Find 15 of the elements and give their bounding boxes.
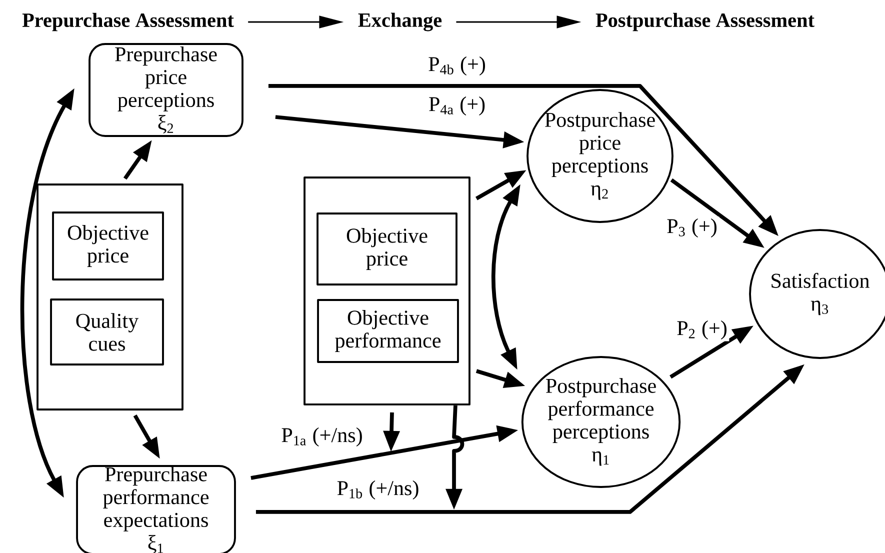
edge-label: P$_{4b}$ (+)	[426, 54, 488, 78]
concept-box: Prepurchase price perceptions ξ$_{2}$	[88, 43, 244, 137]
variable-box: Quality cues	[50, 298, 164, 366]
edge-label: P$_{2}$ (+)	[674, 318, 730, 342]
edge-label: P$_{1b}$ (+/ns)	[335, 478, 421, 502]
stage-heading: Exchange	[358, 12, 442, 32]
variable-box: Objective price	[52, 212, 164, 280]
concept-box: Prepurchase performance expectations ξ$_{1}$	[76, 465, 236, 553]
edge-label: P$_{1a}$ (+/ns)	[279, 426, 365, 448]
stage-heading: Postpurchase Assessment	[596, 12, 814, 32]
stage-heading: Prepurchase Assessment	[22, 12, 234, 32]
variable-box: Objective performance	[317, 299, 459, 363]
edge-label: P$_{4a}$ (+)	[426, 94, 488, 118]
variable-box: Objective price	[316, 212, 458, 286]
edge-label: P$_{3}$ (+)	[664, 216, 720, 240]
